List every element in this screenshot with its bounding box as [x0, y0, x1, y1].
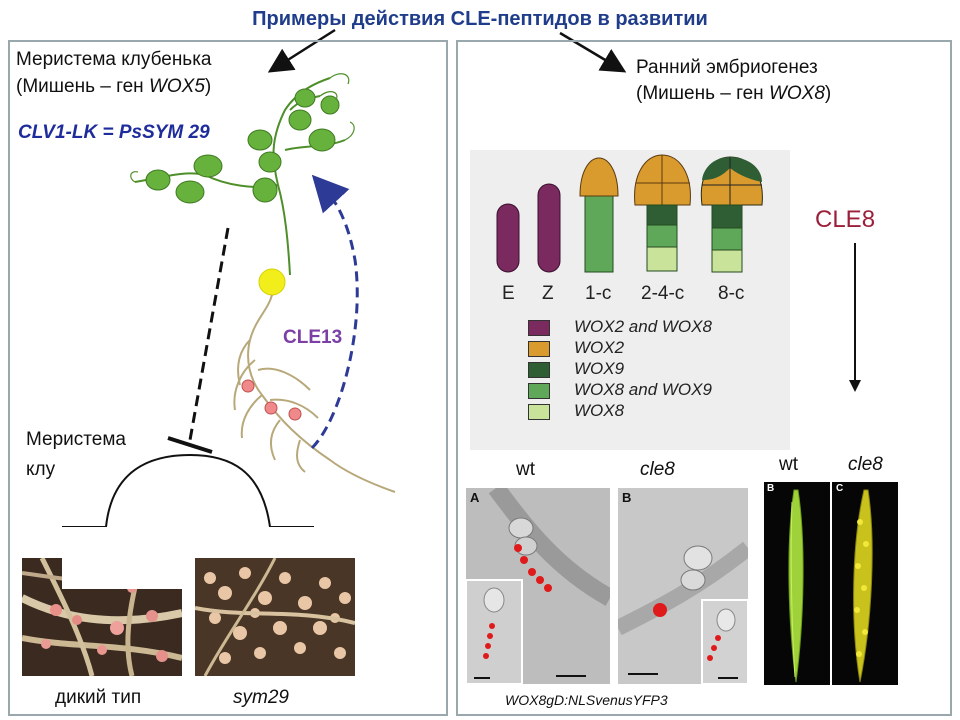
stage-8c — [700, 156, 763, 273]
gene-wox8: WOX8 — [768, 83, 825, 104]
expression-legend: WOX2 and WOX8 WOX2 WOX9 WOX8 and WOX9 WO… — [528, 317, 788, 428]
wild-type-label: дикий тип — [55, 687, 142, 708]
stage-2-4c — [634, 154, 691, 272]
silique-cle8-label: cle8 — [848, 454, 883, 475]
stage-label-8c: 8-c — [718, 283, 745, 304]
leaf — [258, 151, 282, 173]
cle13-label: CLE13 — [283, 327, 343, 348]
nodule — [241, 379, 255, 393]
nodule-meristem-heading: Меристема клубенька — [16, 48, 212, 72]
legend-label: WOX8 — [574, 401, 625, 420]
legend-label: WOX2 and WOX8 — [574, 317, 712, 336]
leaf — [288, 109, 312, 131]
leaf — [193, 154, 223, 178]
silique-panel: B C — [764, 482, 898, 685]
inhibition-line — [188, 227, 230, 441]
legend-swatch — [528, 404, 550, 420]
root-system — [233, 294, 396, 493]
nodule-target-line: (Мишень – ген WOX5) — [16, 75, 211, 99]
leaves — [145, 88, 340, 204]
leaf — [320, 95, 340, 115]
micrograph-b-art — [618, 488, 748, 684]
target-prefix: (Мишень – ген — [16, 76, 149, 97]
stage-e-cell — [496, 203, 520, 273]
leaf — [175, 180, 205, 204]
leaf — [145, 169, 171, 191]
micro-wt-label: wt — [516, 459, 535, 480]
nodule-photo-art-mut — [195, 558, 355, 676]
legend-swatch — [528, 320, 550, 336]
meristem-label-cut: клу — [26, 459, 56, 480]
silique-wt-label: wt — [779, 454, 798, 475]
nodule-photo-art — [22, 558, 182, 676]
embryogenesis-target-line: (Мишень – ген WOX8) — [636, 82, 831, 106]
stage-label-z: Z — [542, 283, 554, 304]
silique-panel-b-letter: B — [767, 483, 775, 494]
silique-art — [764, 482, 898, 685]
stage-label-e: E — [502, 283, 515, 304]
gene-wox5: WOX5 — [148, 76, 205, 97]
micrograph-a-wt: A — [466, 488, 610, 684]
legend-swatch — [528, 341, 550, 357]
stage-label-1c: 1-c — [585, 283, 612, 304]
stage-1c — [579, 157, 619, 273]
legend-label: WOX2 — [574, 338, 625, 357]
micro-cle8-label: cle8 — [640, 459, 675, 480]
nodules — [241, 379, 302, 421]
embryogenesis-heading: Ранний эмбриогенез — [636, 57, 818, 78]
receptor-label: CLV1-LK = PsSYM 29 — [18, 122, 210, 143]
legend-label: WOX9 — [574, 359, 625, 378]
nodule-heading-line1: Меристема клубенька — [16, 49, 212, 70]
meristem-label: Меристема — [26, 429, 126, 450]
inhibition-bar — [167, 436, 213, 454]
legend-swatch — [528, 362, 550, 378]
right-panel — [456, 40, 952, 716]
leaf — [247, 129, 273, 151]
nodule — [264, 401, 278, 415]
photo-sym29-nodules — [195, 558, 355, 676]
cle13-signal-arrow — [310, 174, 359, 450]
target-suffix: ) — [204, 76, 212, 97]
tendrils — [130, 73, 355, 183]
reporter-label: WOX8gD:NLSvenusYFP3 — [505, 692, 668, 708]
legend-label: WOX8 and WOX9 — [574, 380, 712, 399]
stage-z-cell — [537, 183, 561, 273]
panel-b-letter: B — [622, 490, 632, 505]
stage-label-2-4c: 2-4-c — [641, 283, 685, 304]
nodule — [288, 407, 302, 421]
micrograph-a-art — [466, 488, 610, 684]
leaf — [252, 177, 278, 203]
silique-panel-c-letter: C — [836, 483, 844, 494]
arrow-to-right-panel — [559, 31, 627, 73]
left-panel — [8, 40, 448, 716]
micrograph-b-cle8: B — [618, 488, 748, 684]
legend-swatch — [528, 383, 550, 399]
slide-title: Примеры действия CLE-пептидов в развитии — [252, 8, 708, 30]
cle8-label: CLE8 — [815, 206, 876, 233]
panel-a-letter: A — [470, 490, 480, 505]
leaf — [294, 88, 316, 108]
arrow-to-left-panel — [267, 28, 336, 73]
leaf — [308, 128, 336, 152]
target-prefix-right: (Мишень – ген — [636, 83, 769, 104]
sym29-label: sym29 — [233, 687, 289, 708]
target-suffix-right: ) — [824, 83, 832, 104]
meristem-dome — [62, 453, 314, 528]
